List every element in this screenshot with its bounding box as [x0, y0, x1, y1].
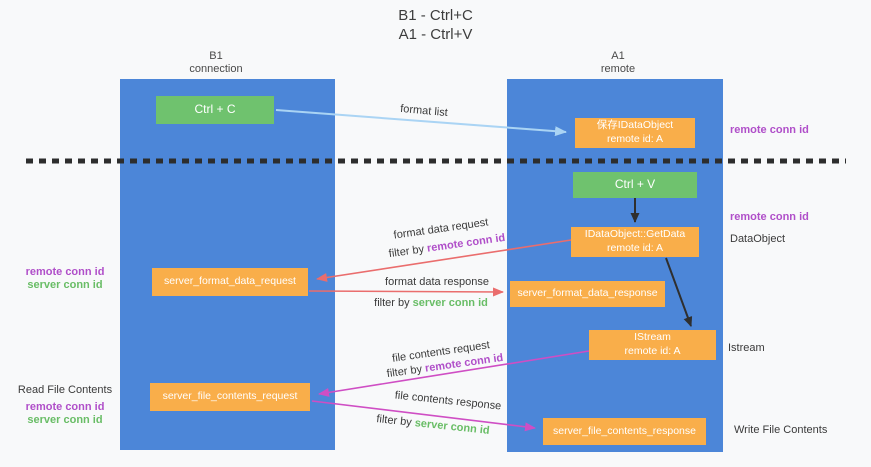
- lane-a1-title: A1: [611, 50, 625, 62]
- server-conn-id-term: server conn id: [412, 297, 488, 309]
- left-server-conn-id-label-2: server conn id: [27, 414, 103, 426]
- server-format-data-response-label: server_format_data_response: [517, 287, 658, 300]
- box-server-format-data-request: server_format_data_request: [152, 268, 308, 296]
- arrow-format-request-to-response: [308, 287, 504, 297]
- left-read-file-contents-label: Read File Contents: [17, 384, 113, 396]
- server-file-contents-request-label: server_file_contents_request: [162, 390, 298, 403]
- lane-a1-subtitle: remote: [600, 63, 636, 75]
- getdata-line1: IDataObject::GetData: [584, 228, 686, 241]
- server-file-contents-response-label: server_file_contents_response: [552, 424, 696, 437]
- lane-header-b1: B1 connection: [146, 50, 286, 76]
- right-remote-conn-id-label-2: remote conn id: [730, 211, 809, 223]
- left-remote-conn-id-label-2: remote conn id: [25, 401, 105, 413]
- server-conn-id-term: server conn id: [414, 417, 491, 437]
- box-save-dataobject: 保存IDataObject remote id: A: [575, 118, 695, 148]
- filter-prefix: filter by: [375, 413, 413, 429]
- lane-b1-title: B1: [209, 50, 223, 62]
- filter-prefix: filter by: [374, 297, 410, 309]
- box-server-file-contents-request: server_file_contents_request: [150, 383, 310, 411]
- filter-prefix: filter by: [386, 363, 423, 381]
- title-line-1: B1 - Ctrl+C: [398, 7, 473, 24]
- filter-prefix: filter by: [388, 243, 425, 261]
- box-server-format-data-response: server_format_data_response: [510, 281, 665, 307]
- save-dataobject-line2: remote id: A: [606, 133, 664, 145]
- box-ctrl-c: Ctrl + C: [156, 96, 274, 124]
- right-dataobject-label: DataObject: [730, 233, 786, 245]
- right-write-file-contents-label: Write File Contents: [734, 424, 828, 436]
- title-line-2: A1 - Ctrl+V: [398, 26, 473, 43]
- box-ctrl-v: Ctrl + V: [573, 172, 697, 198]
- box-istream: IStream remote id: A: [589, 330, 716, 360]
- label-format-list: format list: [399, 102, 449, 120]
- label-format-data-response: format data response: [385, 276, 489, 288]
- istream-line1: IStream: [634, 331, 671, 344]
- left-server-conn-id-label: server conn id: [27, 279, 103, 291]
- ctrl-v-label: Ctrl + V: [614, 177, 656, 192]
- right-istream-label: Istream: [728, 342, 765, 354]
- istream-line2: remote id: A: [624, 345, 681, 357]
- label-file-contents-response: file contents response: [394, 389, 502, 413]
- diagram-title: B1 - Ctrl+C A1 - Ctrl+V: [0, 6, 871, 44]
- right-remote-conn-id-label-1: remote conn id: [730, 124, 809, 136]
- box-idataobject-getdata: IDataObject::GetData remote id: A: [571, 227, 699, 257]
- box-server-file-contents-response: server_file_contents_response: [543, 418, 706, 445]
- getdata-line2: remote id: A: [606, 242, 664, 254]
- label-filter-server-format: filter by server conn id: [374, 297, 488, 309]
- ctrl-c-label: Ctrl + C: [194, 102, 236, 117]
- save-dataobject-line1: 保存IDataObject: [596, 119, 674, 132]
- label-filter-server-file: filter by server conn id: [376, 413, 490, 437]
- left-remote-conn-id-label: remote conn id: [25, 266, 105, 278]
- server-format-data-request-label: server_format_data_request: [164, 275, 296, 288]
- lane-header-a1: A1 remote: [548, 50, 688, 76]
- lane-b1-subtitle: connection: [189, 63, 243, 75]
